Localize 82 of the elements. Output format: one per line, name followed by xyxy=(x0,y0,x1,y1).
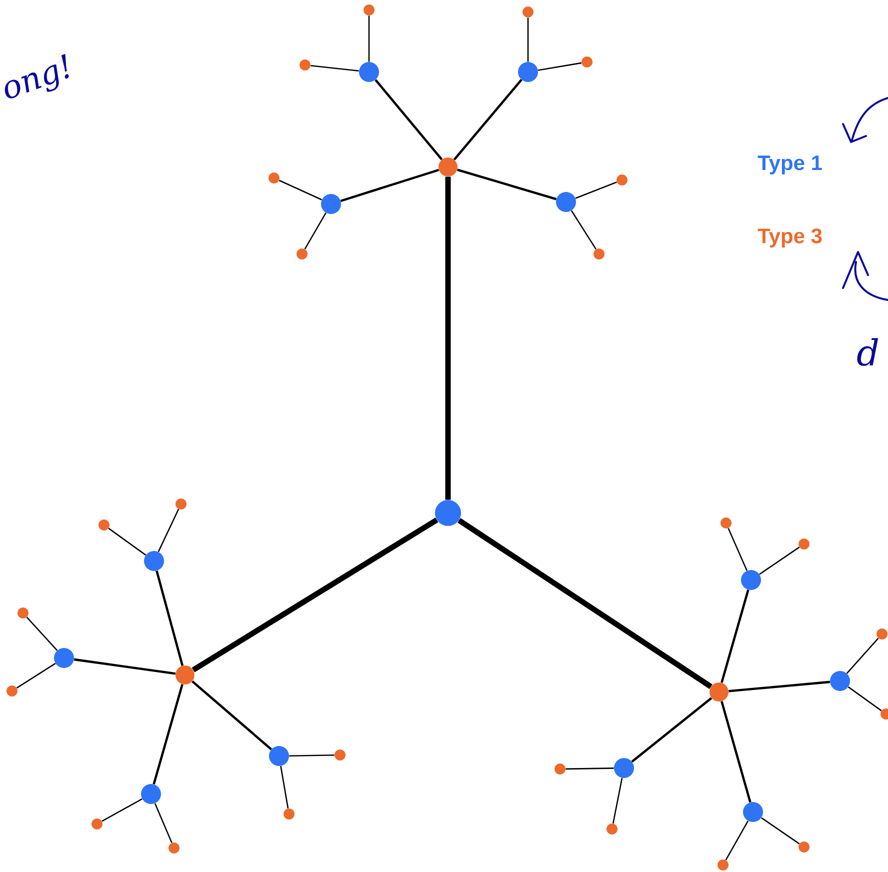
handwritten-note: d xyxy=(857,338,878,366)
leaf-dot xyxy=(616,174,628,186)
branch-dot xyxy=(741,570,762,590)
connector-line xyxy=(310,64,359,72)
leaf-dot xyxy=(6,686,18,696)
connector-line xyxy=(154,803,172,844)
connector-line xyxy=(846,638,879,674)
branch-dot xyxy=(556,192,576,212)
connector-line xyxy=(566,768,614,770)
leaf-dot xyxy=(176,498,186,510)
connector-line xyxy=(725,820,749,860)
leaf-dot xyxy=(582,56,592,68)
connector-line xyxy=(340,168,440,202)
connector-line xyxy=(538,62,582,71)
connector-line xyxy=(16,662,56,688)
leaf-dot xyxy=(798,538,810,550)
connector-line xyxy=(527,18,529,62)
branch-dot xyxy=(321,194,341,214)
connector-line xyxy=(720,701,752,803)
connector-line xyxy=(456,168,557,200)
hub-dot xyxy=(710,682,729,702)
branch-dot xyxy=(743,802,764,822)
connector-line xyxy=(575,181,617,199)
leaf-dot xyxy=(300,60,310,70)
branch-dot xyxy=(144,551,164,571)
leaf-dot xyxy=(98,520,110,530)
connector-line xyxy=(278,180,322,200)
connector-line xyxy=(728,528,748,571)
connector-line xyxy=(108,528,146,556)
branch-dot xyxy=(518,62,538,82)
connector-line xyxy=(848,686,882,712)
leaf-dot xyxy=(334,750,346,760)
handwritten-note: ong! xyxy=(4,54,69,98)
leaf-dot xyxy=(798,842,810,852)
branch-dot xyxy=(614,758,634,778)
leaf-dot xyxy=(364,4,374,16)
connector-line xyxy=(631,697,712,763)
branch-dot xyxy=(269,746,289,766)
connector-line xyxy=(152,684,184,785)
leaf-dot xyxy=(18,608,28,618)
connector-line xyxy=(368,16,370,62)
connector-line xyxy=(759,546,800,575)
connector-line xyxy=(761,817,800,844)
leaf-dot xyxy=(720,518,732,528)
leaf-dot xyxy=(876,628,888,640)
legend-text: Type 1 xyxy=(758,156,822,174)
connector-line xyxy=(728,680,830,692)
connector-line xyxy=(445,176,451,500)
connector-line xyxy=(458,518,712,689)
connector-line xyxy=(612,778,623,824)
leaf-dot xyxy=(296,248,308,260)
connector-line xyxy=(304,212,326,250)
leaf-dot xyxy=(92,818,102,830)
connector-line xyxy=(156,570,184,666)
leaf-dot xyxy=(284,808,294,820)
connector-line xyxy=(192,680,272,750)
hub-dot xyxy=(438,158,458,176)
leaf-dot xyxy=(606,824,618,834)
connector-line xyxy=(158,508,180,552)
leaf-dot xyxy=(594,248,604,260)
connector-line xyxy=(374,79,443,160)
connector-line xyxy=(720,590,750,683)
connector-line xyxy=(192,518,438,672)
connector-line xyxy=(74,658,176,675)
branch-dot xyxy=(830,671,850,691)
connector-line xyxy=(102,798,142,822)
hub-dot xyxy=(176,666,194,684)
leaf-dot xyxy=(554,764,566,774)
connector-line xyxy=(289,754,334,756)
branch-dot xyxy=(54,648,74,668)
connector-line xyxy=(26,616,58,651)
root-dot xyxy=(435,500,461,526)
branch-dot xyxy=(359,62,379,82)
branch-dot xyxy=(141,784,161,804)
connector-line xyxy=(570,210,596,250)
leaf-dot xyxy=(718,860,729,870)
connector-line xyxy=(453,79,522,160)
leaf-dot xyxy=(168,842,180,854)
leaf-dot xyxy=(522,6,534,18)
leaf-dot xyxy=(268,172,280,184)
connector-line xyxy=(280,766,289,808)
legend-text: Type 3 xyxy=(758,228,822,248)
